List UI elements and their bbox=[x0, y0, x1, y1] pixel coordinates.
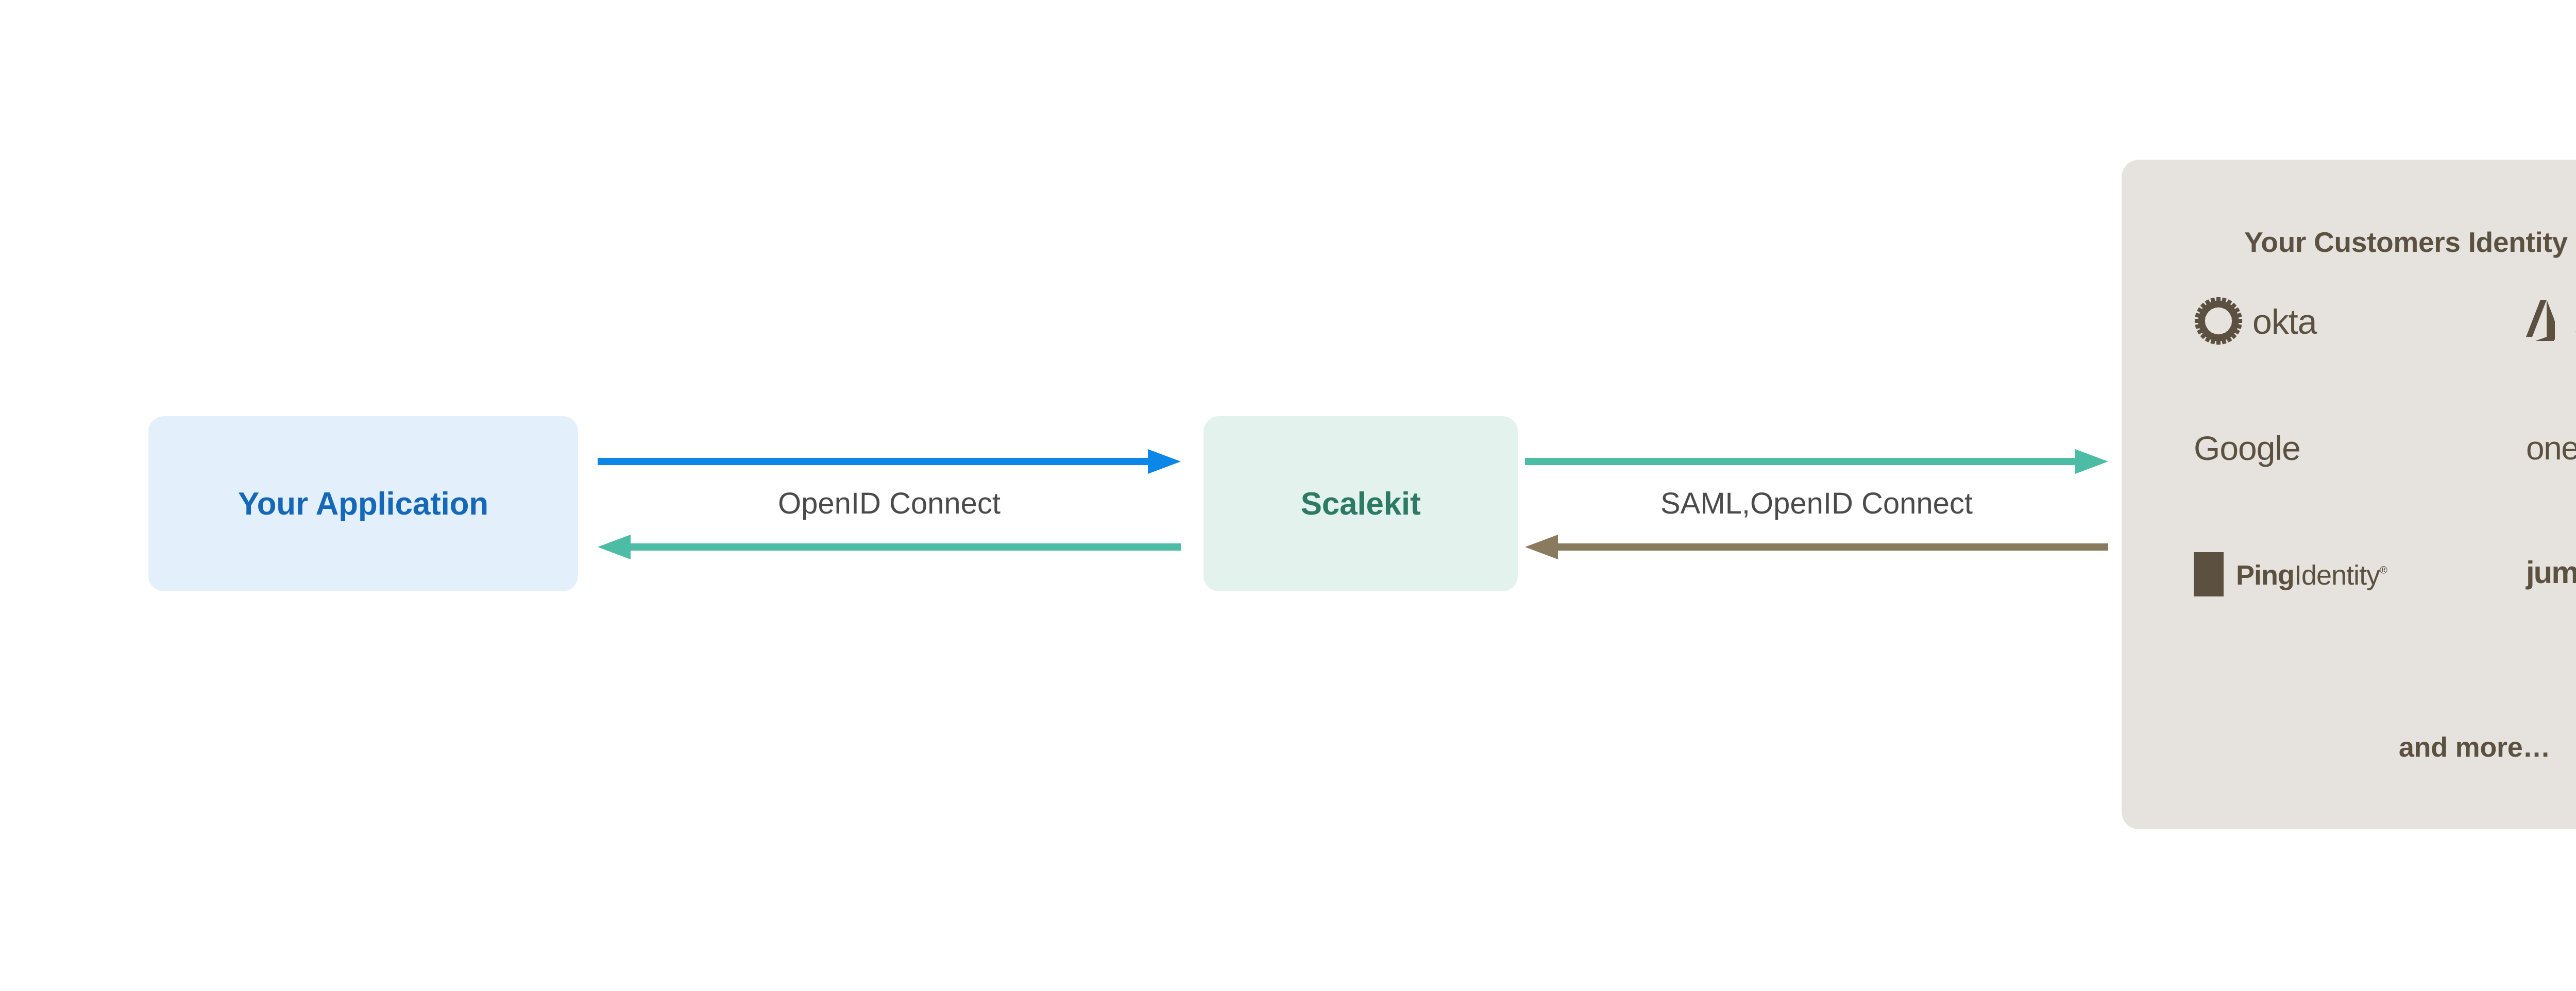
edge-label-openid-connect: OpenID Connect bbox=[777, 487, 1001, 520]
google-brand: Google bbox=[2194, 429, 2301, 467]
registered-trademark-icon: ® bbox=[2380, 565, 2387, 576]
node-scalekit-label: Scalekit bbox=[1300, 486, 1421, 522]
identity-providers-grid: okta Azure bbox=[2158, 288, 2576, 596]
pingidentity-wordmark: PingIdentity® bbox=[2236, 558, 2387, 590]
arrow-app-to-scalekit-outbound bbox=[598, 446, 1181, 477]
identity-providers-panel: Your Customers Identity Providers bbox=[2122, 160, 2576, 829]
provider-row: PingIdentity® jumpcloudTM bbox=[2158, 541, 2576, 608]
jumpcloud-wordmark-text: jumpcloud bbox=[2526, 555, 2576, 590]
pingidentity-wordmark-light: Identity bbox=[2294, 560, 2380, 591]
azure-triangle-icon bbox=[2526, 299, 2566, 346]
edge-label-saml-openid-connect: SAML,OpenID Connect bbox=[1660, 487, 1973, 520]
onelogin-brand: onelogin bbox=[2526, 432, 2576, 465]
node-scalekit: Scalekit bbox=[1204, 416, 1518, 591]
provider-item-okta: okta bbox=[2158, 288, 2475, 355]
okta-wordmark: okta bbox=[2252, 302, 2317, 341]
azure-brand: Azure bbox=[2526, 299, 2576, 346]
arrow-scalekit-to-idp-outbound bbox=[1525, 446, 2108, 477]
provider-item-jumpcloud: jumpcloudTM bbox=[2475, 541, 2576, 608]
provider-item-pingidentity: PingIdentity® bbox=[2158, 541, 2475, 608]
okta-brand: okta bbox=[2194, 296, 2317, 348]
provider-row: Google onelogin bbox=[2158, 415, 2576, 482]
provider-item-onelogin: onelogin bbox=[2475, 415, 2576, 482]
pingidentity-brand: PingIdentity® bbox=[2194, 552, 2387, 596]
onelogin-wordmark: onelogin bbox=[2526, 430, 2576, 467]
and-more-label: and more… bbox=[2398, 732, 2551, 763]
provider-item-google: Google bbox=[2158, 415, 2475, 482]
ping-square-icon bbox=[2194, 552, 2224, 596]
google-wordmark: Google bbox=[2194, 429, 2301, 467]
arrow-idp-to-scalekit-inbound bbox=[1525, 532, 2108, 562]
node-your-application-label: Your Application bbox=[238, 486, 488, 522]
okta-sunburst-icon bbox=[2194, 296, 2243, 348]
identity-providers-title: Your Customers Identity Providers bbox=[2244, 226, 2576, 258]
provider-item-azure: Azure bbox=[2475, 288, 2576, 355]
arrow-scalekit-to-app-inbound bbox=[598, 532, 1181, 562]
pingidentity-wordmark-bold: Ping bbox=[2236, 560, 2295, 591]
jumpcloud-brand: jumpcloudTM bbox=[2526, 557, 2576, 592]
provider-row: okta Azure bbox=[2158, 288, 2576, 355]
jumpcloud-wordmark: jumpcloudTM bbox=[2526, 557, 2576, 592]
node-your-application: Your Application bbox=[148, 416, 578, 591]
